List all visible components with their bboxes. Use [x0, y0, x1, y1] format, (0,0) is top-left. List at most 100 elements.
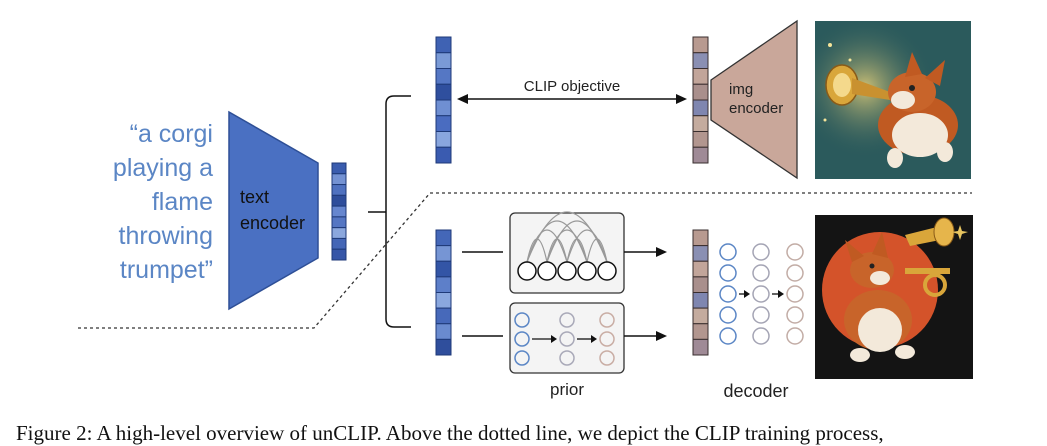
- embedding-cell: [692, 229, 709, 247]
- embedding-cell: [435, 146, 452, 164]
- corgi-trombone-image: [815, 215, 973, 379]
- diffusion-node: [514, 350, 530, 366]
- prompt-line-4: throwing: [119, 222, 214, 250]
- prior-label: prior: [550, 380, 584, 399]
- dotted-divider-line: [78, 192, 972, 329]
- embedding-cell: [435, 131, 452, 148]
- figure-caption: Figure 2: A high-level overview of unCLI…: [16, 421, 884, 445]
- embedding-cell: [435, 338, 452, 356]
- diffusion-node: [752, 306, 770, 324]
- embedding-cell: [692, 146, 709, 164]
- img-encoder-label-1: img: [729, 81, 753, 98]
- embedding-cell: [331, 248, 347, 261]
- embedding-cell: [692, 338, 709, 356]
- prior-input-arrows: [462, 251, 503, 337]
- diffusion-node: [559, 350, 575, 366]
- text-encoder: text encoder: [228, 110, 319, 311]
- embedding-cell: [331, 237, 347, 250]
- embedding-bracket: [368, 95, 411, 328]
- diffusion-node: [599, 350, 615, 366]
- embedding-cell: [435, 245, 452, 262]
- text-encoder-label-1: text: [240, 187, 269, 207]
- token-node: [517, 261, 537, 281]
- token-node: [597, 261, 617, 281]
- clip-objective-label: CLIP objective: [524, 78, 620, 95]
- diffusion-node: [786, 327, 804, 345]
- clip-objective-arrow: CLIP objective: [457, 78, 687, 104]
- token-node: [557, 261, 577, 281]
- diffusion-node: [719, 264, 737, 282]
- embedding-cell: [435, 36, 452, 54]
- embedding-cell: [435, 115, 452, 132]
- diffusion-node: [786, 264, 804, 282]
- diffusion-node: [752, 285, 770, 303]
- diffusion-node: [752, 327, 770, 345]
- diffusion-node: [752, 264, 770, 282]
- text-encoder-label-2: encoder: [240, 213, 305, 233]
- diffusion-node: [786, 285, 804, 303]
- attention-arc: [586, 238, 608, 263]
- embedding-cell: [692, 307, 709, 325]
- diffusion-step-arrowhead: [551, 335, 557, 343]
- prompt-line-2: playing a: [113, 154, 213, 182]
- diffusion-node: [599, 331, 615, 347]
- embedding-cell: [435, 52, 452, 69]
- diffusion-node: [559, 331, 575, 347]
- embedding-cell: [692, 276, 709, 293]
- embedding-cell: [692, 292, 709, 309]
- diffusion-step-arrowhead: [778, 290, 784, 298]
- embedding-cell: [692, 52, 709, 69]
- embedding-cell: [331, 205, 347, 218]
- embedding-cell: [435, 276, 452, 293]
- embedding-cell: [692, 131, 709, 148]
- embedding-cell: [331, 184, 347, 196]
- prior-autoregressive-box: [509, 211, 625, 294]
- embedding-cell: [435, 307, 452, 325]
- diffusion-node: [559, 312, 575, 328]
- attention-arc: [546, 220, 608, 263]
- attention-arc: [566, 238, 588, 263]
- embedding-cell: [692, 83, 709, 101]
- prompt-text: “a corgi playing a flame throwing trumpe…: [113, 120, 213, 284]
- diffusion-node: [719, 327, 737, 345]
- attention-arc: [566, 229, 608, 263]
- diffusion-node: [719, 285, 737, 303]
- text-embedding-input-vector: [435, 229, 452, 356]
- image-embedding-vector: [692, 229, 709, 356]
- clip-image-embedding-vector: [692, 36, 709, 164]
- embedding-cell: [435, 292, 452, 309]
- prior-diffusion-box: [509, 302, 625, 374]
- prompt-line-5: trumpet”: [120, 256, 213, 284]
- embedding-cell: [435, 83, 452, 101]
- embedding-cell: [435, 323, 452, 340]
- img-encoder: img encoder: [710, 19, 798, 180]
- diffusion-step-arrowhead: [591, 335, 597, 343]
- decoder-label: decoder: [723, 381, 788, 401]
- embedding-cell: [331, 194, 347, 207]
- embedding-cell: [692, 115, 709, 132]
- embedding-cell: [435, 229, 452, 247]
- embedding-cell: [331, 227, 347, 239]
- embedding-cell: [692, 260, 709, 278]
- diffusion-node: [719, 306, 737, 324]
- diffusion-node: [514, 312, 530, 328]
- text-embedding-vector: [331, 162, 347, 261]
- diffusion-node: [599, 312, 615, 328]
- diffusion-step-arrowhead: [744, 290, 750, 298]
- embedding-cell: [435, 68, 452, 85]
- token-node: [537, 261, 557, 281]
- prompt-line-1: “a corgi: [130, 120, 213, 148]
- embedding-cell: [692, 245, 709, 262]
- diffusion-node: [752, 243, 770, 261]
- img-encoder-label-2: encoder: [729, 100, 783, 117]
- decoder-diffusion: [719, 243, 804, 345]
- diffusion-node: [786, 243, 804, 261]
- prior-output-arrows: [624, 247, 667, 341]
- embedding-cell: [692, 323, 709, 340]
- prompt-line-3: flame: [152, 188, 213, 216]
- embedding-cell: [692, 99, 709, 117]
- token-node: [577, 261, 597, 281]
- diffusion-node: [514, 331, 530, 347]
- embedding-cell: [331, 216, 347, 229]
